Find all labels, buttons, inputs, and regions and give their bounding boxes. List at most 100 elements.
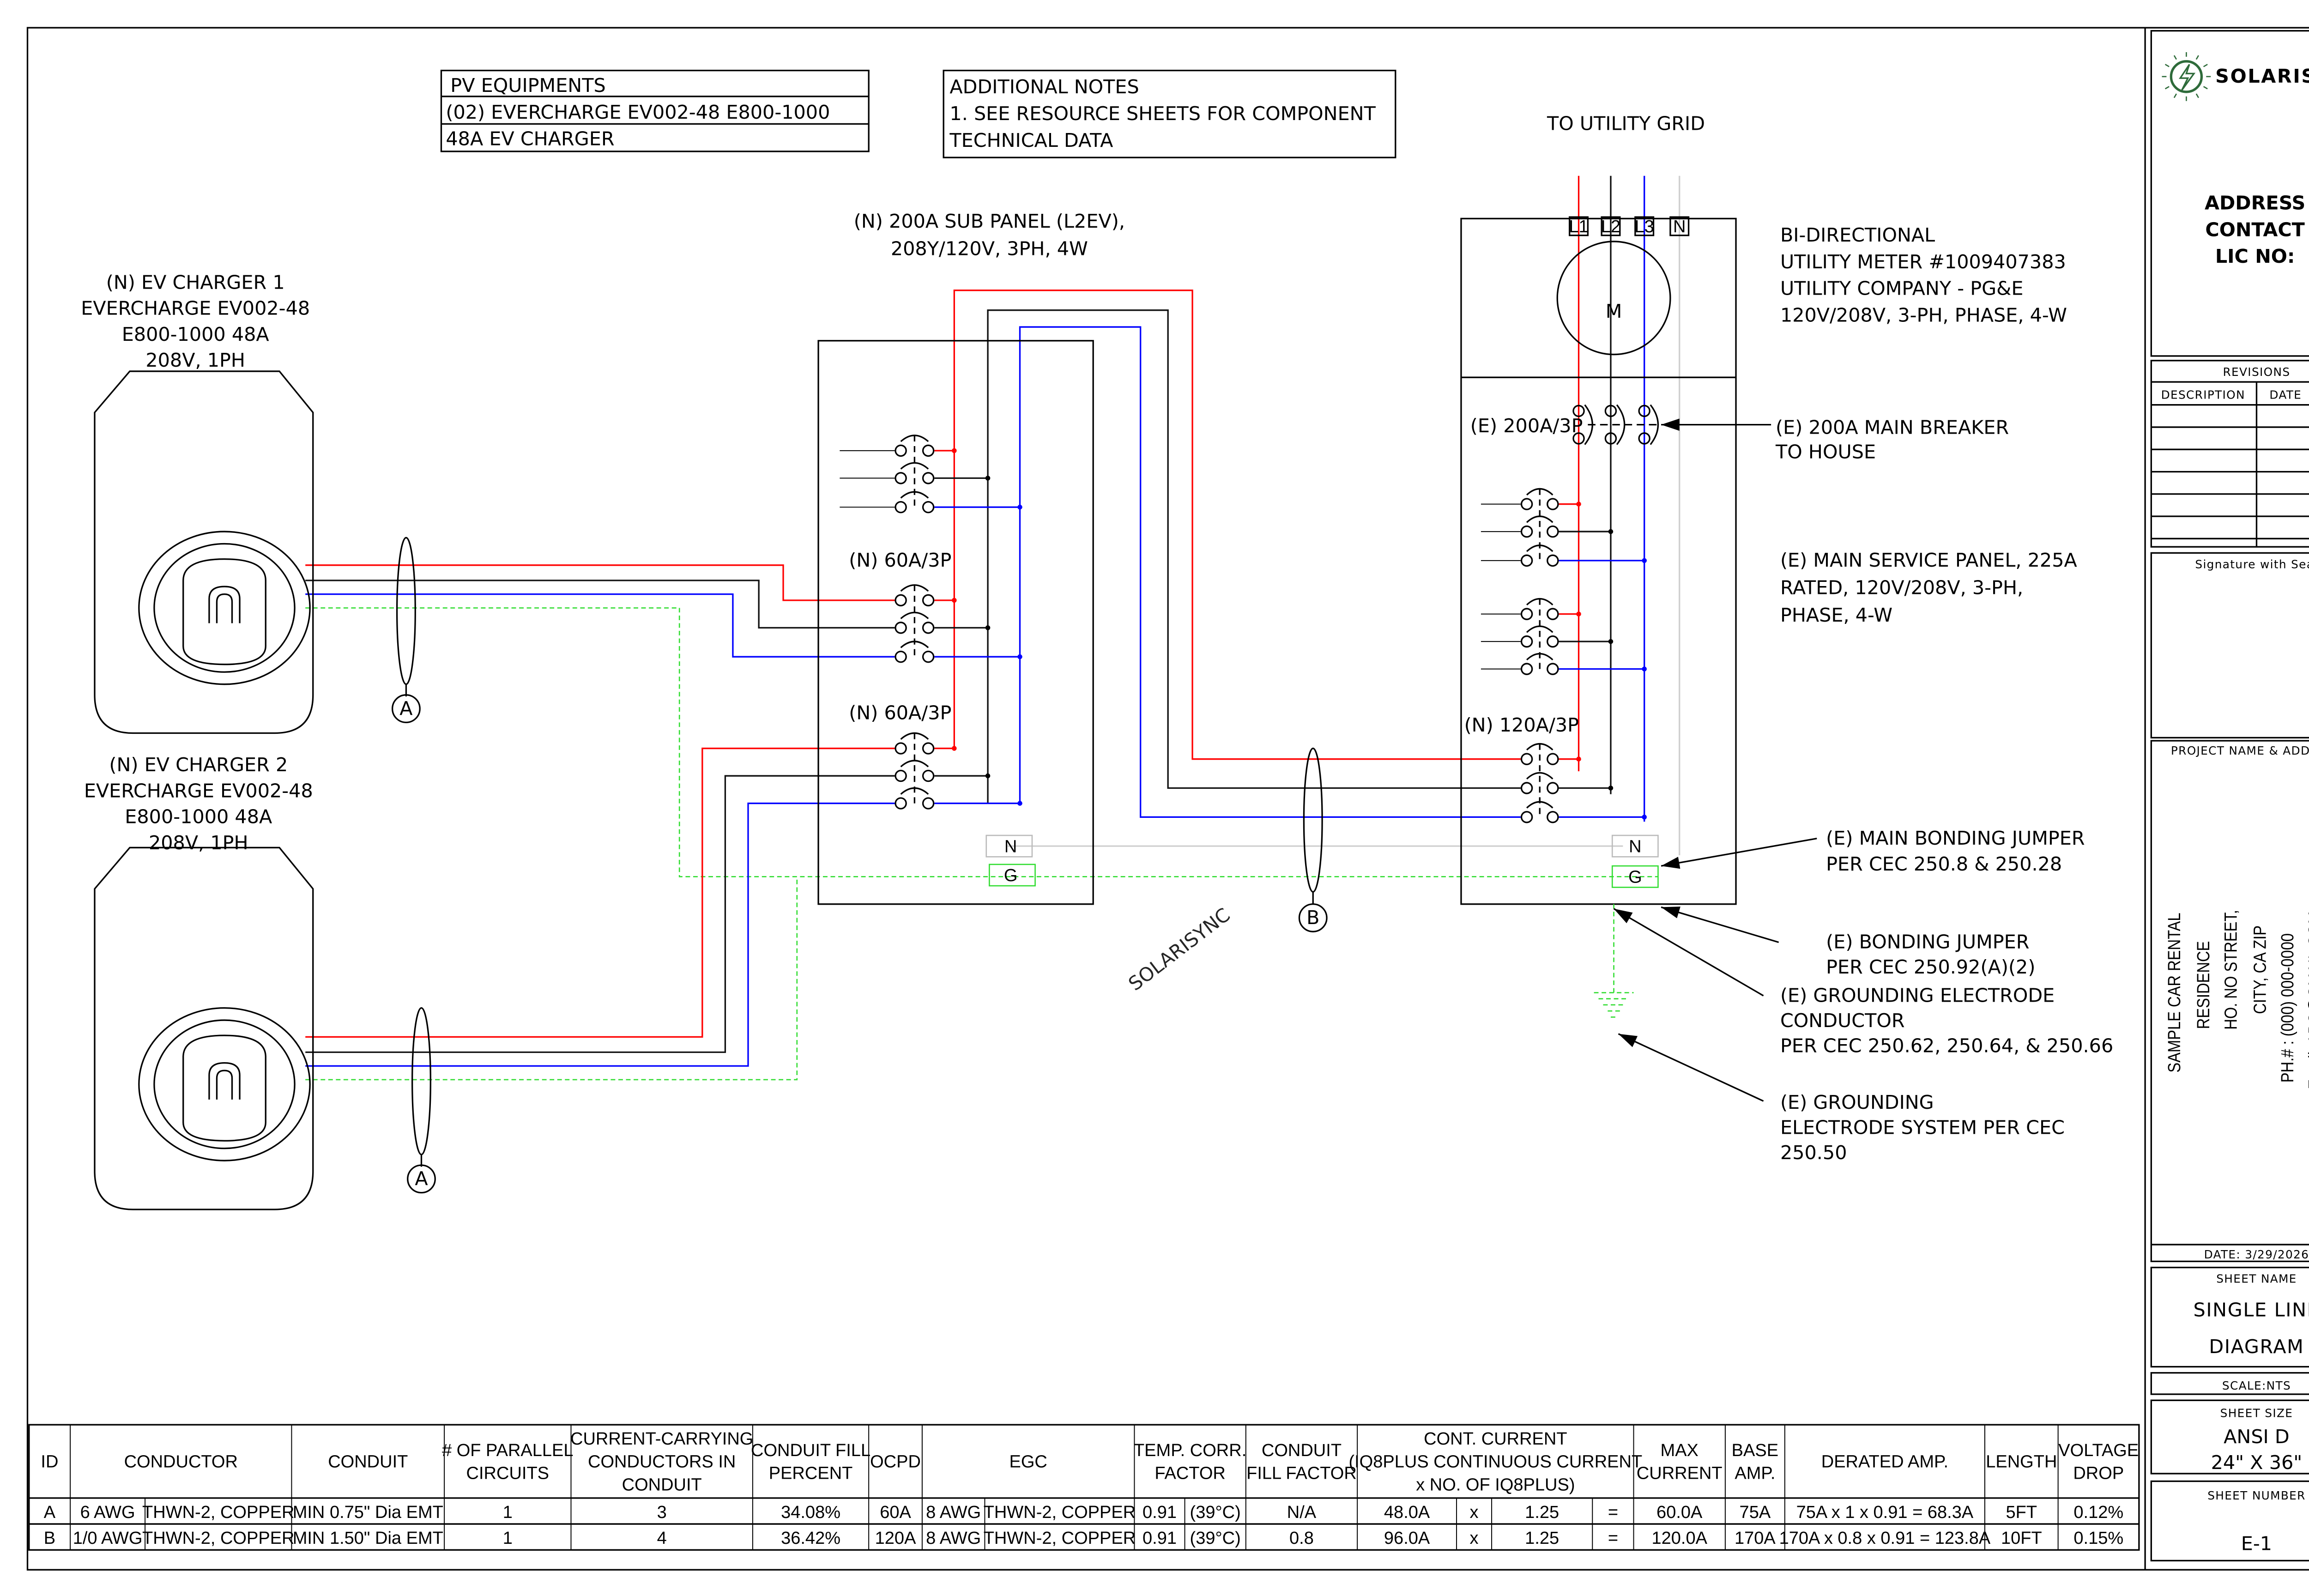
table-cell: 75A [1740,1503,1771,1522]
table-header: CONT. CURRENT [1424,1429,1567,1449]
table-header: FACTOR [1154,1464,1226,1483]
sheet-size-box [2150,1399,2309,1475]
sheet-number-box [2150,1480,2309,1562]
table-cell: 0.8 [1289,1529,1314,1548]
charger1-label: E800-1000 48A [122,323,269,345]
meter-label: 120V/208V, 3-PH, PHASE, 4-W [1780,304,2067,326]
bus-connection-dot [1017,504,1022,510]
main-bonding-label: PER CEC 250.8 & 250.28 [1826,853,2062,875]
note-line: ADDITIONAL NOTES [949,76,1139,98]
table-header: DROP [2073,1464,2124,1483]
logo-text: SOLARISYNC [2215,65,2309,87]
table-cell: x [1470,1503,1479,1522]
bus-connection-dot [985,625,991,630]
main-breaker-leader-arrow-icon [1661,418,1680,431]
table-cell: 1.25 [1525,1503,1559,1522]
main-panel-label: PHASE, 4-W [1780,604,1892,626]
pv-equipment-line: (02) EVERCHARGE EV002-48 E800-1000 [446,101,830,123]
table-cell: 0.91 [1142,1503,1177,1522]
terminal-n [1669,216,1690,236]
table-header: CONDUCTORS IN [588,1452,736,1472]
bus-connection-dot [1642,815,1647,820]
table-cell: 1 [503,1529,513,1548]
sub-panel-spare-wires [840,450,895,508]
table-header: BASE [1732,1441,1778,1460]
drawing-border [26,27,2309,1571]
terminal-l1 [1569,216,1589,236]
table-cell: 10FT [2001,1529,2042,1548]
main-panel-l3-taps [1559,560,1644,818]
breaker-contact [1638,405,1650,417]
table-header: x NO. OF IQ8PLUS) [1416,1475,1575,1494]
utility-meter [1556,241,1671,356]
table-header: EGC [1009,1452,1047,1472]
connector-icon [182,558,266,665]
charger1-label: EVERCHARGE EV002-48 [81,297,310,320]
table-header: # OF PARALLEL [442,1441,574,1460]
breaker-contact [895,742,907,755]
table-header: DERATED AMP. [1821,1452,1948,1472]
bus-connection-dot [985,476,991,481]
bus-bar-g [1611,865,1659,888]
company-box [2150,30,2309,357]
additional-notes-box [943,69,1396,158]
bus-connection-dot [1608,639,1614,644]
ev-charger-body [94,846,314,1210]
breaker-120a [1520,743,1559,823]
table-cell: 170A x 0.8 x 0.91 = 123.8A [1779,1529,1991,1548]
meter-label: UTILITY METER #1009407383 [1780,251,2066,273]
main-panel-breaker-2 [1520,598,1559,675]
breaker-contact [1547,554,1559,567]
breaker-arc [1526,515,1553,523]
table-cell: 75A x 1 x 0.91 = 68.3A [1796,1503,1974,1522]
breaker-arc [1526,625,1553,633]
conduit-a-tag-label: A [399,697,412,719]
sheet-name-box [2150,1266,2309,1368]
breaker-contact [1572,405,1585,417]
plug-icon [208,1062,241,1100]
breaker-contact [1604,432,1617,445]
meter-label: BI-DIRECTIONAL [1780,224,1935,246]
terminal-label: L1 [1569,217,1588,236]
bus-connection-dot [952,598,957,603]
sun-ray [2173,93,2177,98]
sub-panel-label: (N) 200A SUB PANEL (L2EV), [854,210,1125,232]
table-cell: 170A [1735,1529,1776,1548]
main-breaker-label: (E) 200A MAIN BREAKER [1776,416,2009,438]
ground-bus-label: G [1628,867,1642,887]
sun-ray [2195,93,2199,98]
connector-icon [182,1034,266,1142]
bus-connection-dot [1642,558,1647,563]
gec-label: (E) GROUNDING ELECTRODE [1780,984,2055,1006]
terminal-l2 [1601,216,1621,236]
project-box [2150,740,2309,1263]
project-line: CITY, CA ZIP [2250,925,2270,1014]
equipment [94,216,1817,1210]
charger1-l1-wire [305,564,895,601]
ges-label: ELECTRODE SYSTEM PER CEC [1780,1116,2065,1138]
breaker-arc [1526,772,1553,780]
signature-label: Signature with Seal [2195,557,2309,571]
bonding-label: PER CEC 250.92(A)(2) [1826,956,2035,978]
main-panel-l1-taps [1559,503,1579,760]
charger-connector-ring-inner [153,543,296,673]
table-cell: 1.25 [1525,1529,1559,1548]
table-header: ID [41,1452,58,1472]
company-logo: SOLARISYNC [2162,52,2309,101]
sun-ray [2203,86,2208,90]
diagram-labels: PV EQUIPMENTS(02) EVERCHARGE EV002-48 E8… [81,69,2113,1190]
bus-connection-dot [952,448,957,453]
table-cell: 48.0A [1384,1503,1430,1522]
breaker-contact [1547,498,1559,510]
breaker-arc [900,462,929,470]
scale-label: SCALE:NTS [2222,1379,2291,1392]
breaker-contact [1520,753,1533,765]
table-cell: 120A [875,1529,916,1548]
wiring [305,175,1680,1081]
breaker-contact [895,622,907,634]
breaker-contact [895,472,907,484]
pv-equipments-box [440,69,870,152]
table-cell: B [44,1529,55,1548]
table-header: OCPD [870,1452,921,1472]
ev-charger-1 [94,370,314,734]
